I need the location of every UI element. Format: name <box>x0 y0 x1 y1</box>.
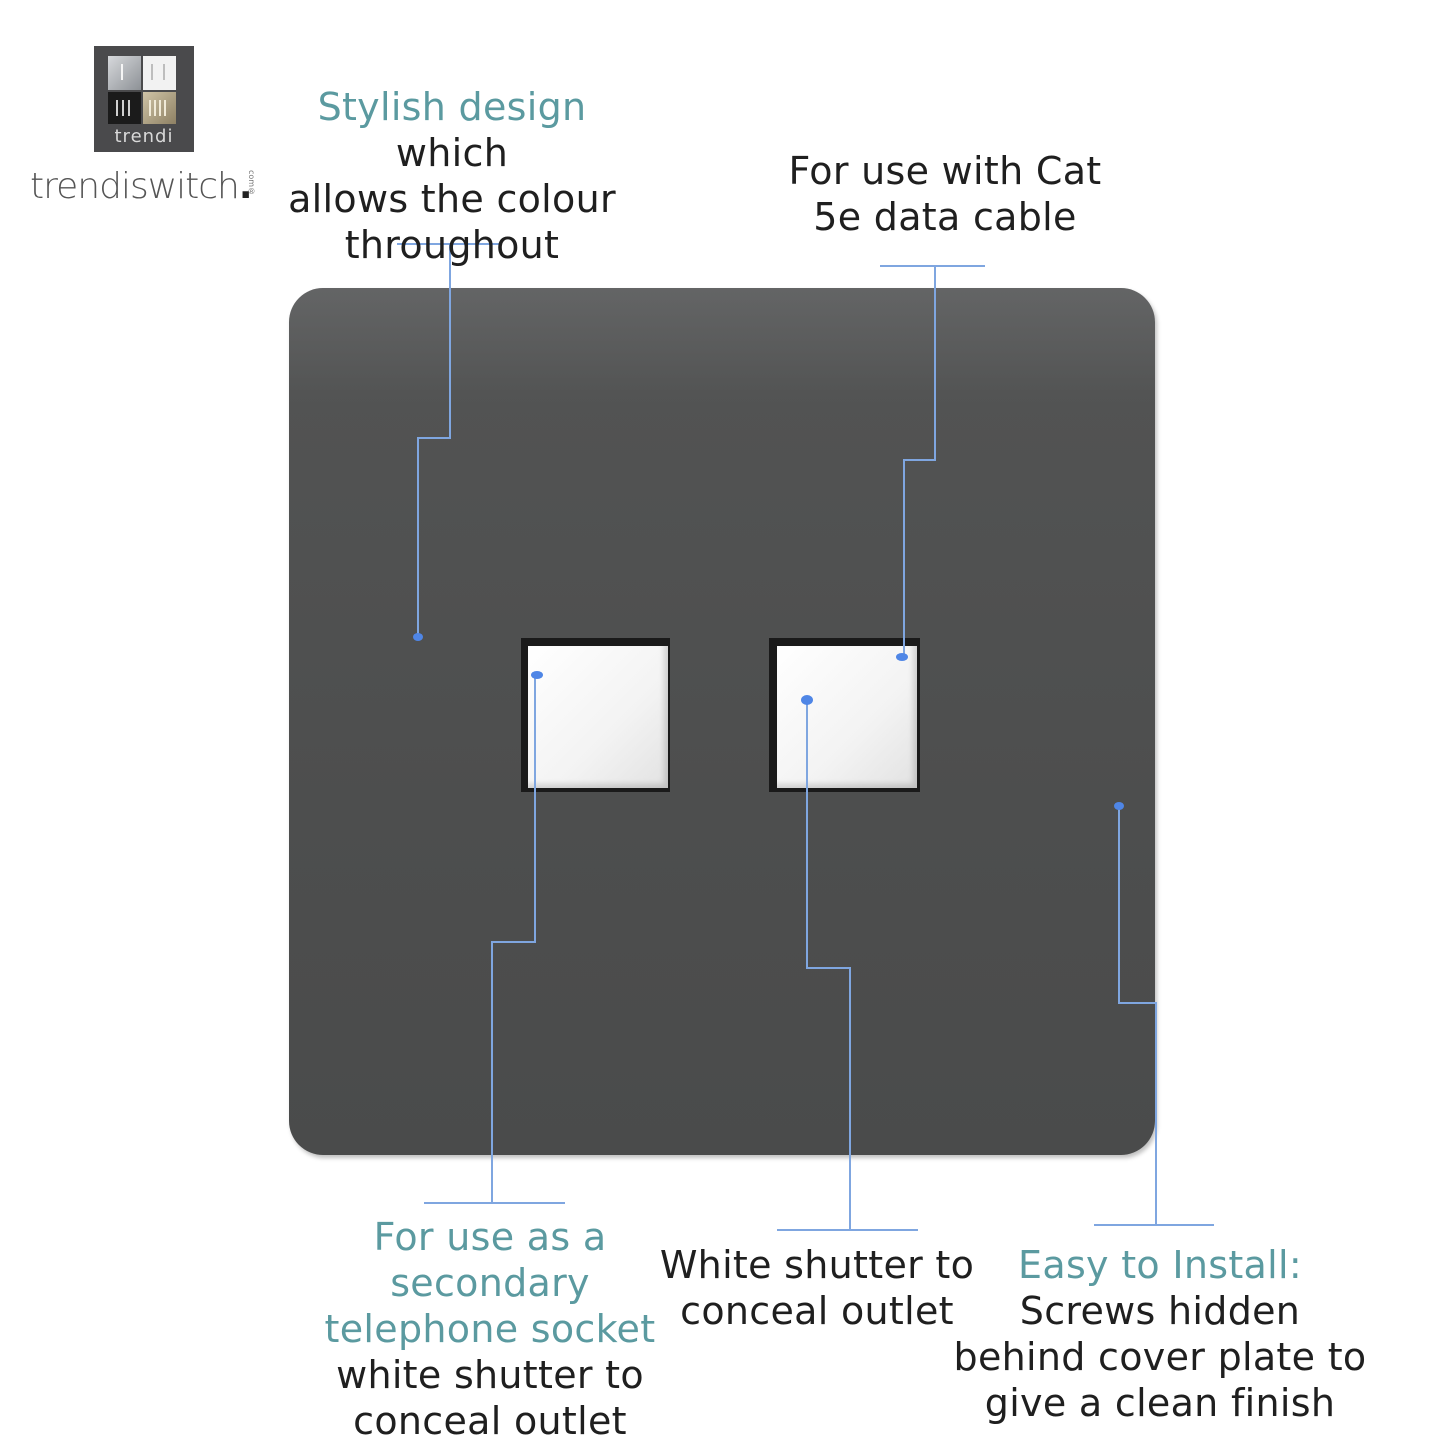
callout-telephone-accent1: For use as a <box>373 1215 607 1259</box>
callout-telephone-accent2: secondary <box>390 1261 590 1305</box>
logo-swatch-white <box>143 56 176 90</box>
callout-easy-install: Easy to Install: Screws hidden behind co… <box>950 1242 1370 1426</box>
brand-trademark: com® <box>247 170 256 197</box>
callout-stylish-design: Stylish design which allows the colour t… <box>262 84 642 268</box>
callout-design-line3: throughout <box>344 223 560 267</box>
callout-install-accent: Easy to Install: <box>1018 1243 1302 1287</box>
callout-install-line2: Screws hidden <box>1019 1289 1301 1333</box>
callout-cat5e-line1: For use with Cat <box>788 149 1102 193</box>
logo-tile-text: trendi <box>114 126 174 147</box>
callout-cat5e: For use with Cat 5e data cable <box>780 148 1110 240</box>
callout-install-line3: behind cover plate to <box>953 1335 1367 1379</box>
brand-wordmark-dot: . <box>238 166 253 207</box>
callout-telephone-line4: white shutter to <box>336 1353 644 1397</box>
brand-wordmark: trendiswitch. <box>30 166 253 207</box>
telephone-socket-shutter <box>528 646 668 788</box>
cover-plate <box>289 288 1155 1155</box>
callout-design-accent: Stylish design <box>317 85 587 129</box>
brand-wordmark-text: trendiswitch <box>30 166 240 207</box>
logo-swatch-black <box>108 92 141 124</box>
logo-swatch-gold <box>143 92 176 124</box>
logo-swatch-silver <box>108 56 141 90</box>
callout-telephone-accent3: telephone socket <box>324 1307 656 1351</box>
callout-cat5e-line2: 5e data cable <box>813 195 1077 239</box>
callout-design-line2: allows the colour <box>288 177 616 221</box>
callout-telephone-line5: conceal outlet <box>353 1399 627 1443</box>
callout-white-shutter: White shutter to conceal outlet <box>652 1242 982 1334</box>
data-socket-shutter <box>777 646 917 788</box>
callout-shutter-line2: conceal outlet <box>680 1289 954 1333</box>
callout-install-line4: give a clean finish <box>984 1381 1336 1425</box>
callout-shutter-line1: White shutter to <box>659 1243 975 1287</box>
trendi-logo-icon: trendi <box>94 46 194 152</box>
callout-telephone-socket: For use as a secondary telephone socket … <box>320 1214 660 1444</box>
callout-design-line1: Stylish design which <box>262 84 642 176</box>
callout-design-rest1: which <box>395 131 509 175</box>
